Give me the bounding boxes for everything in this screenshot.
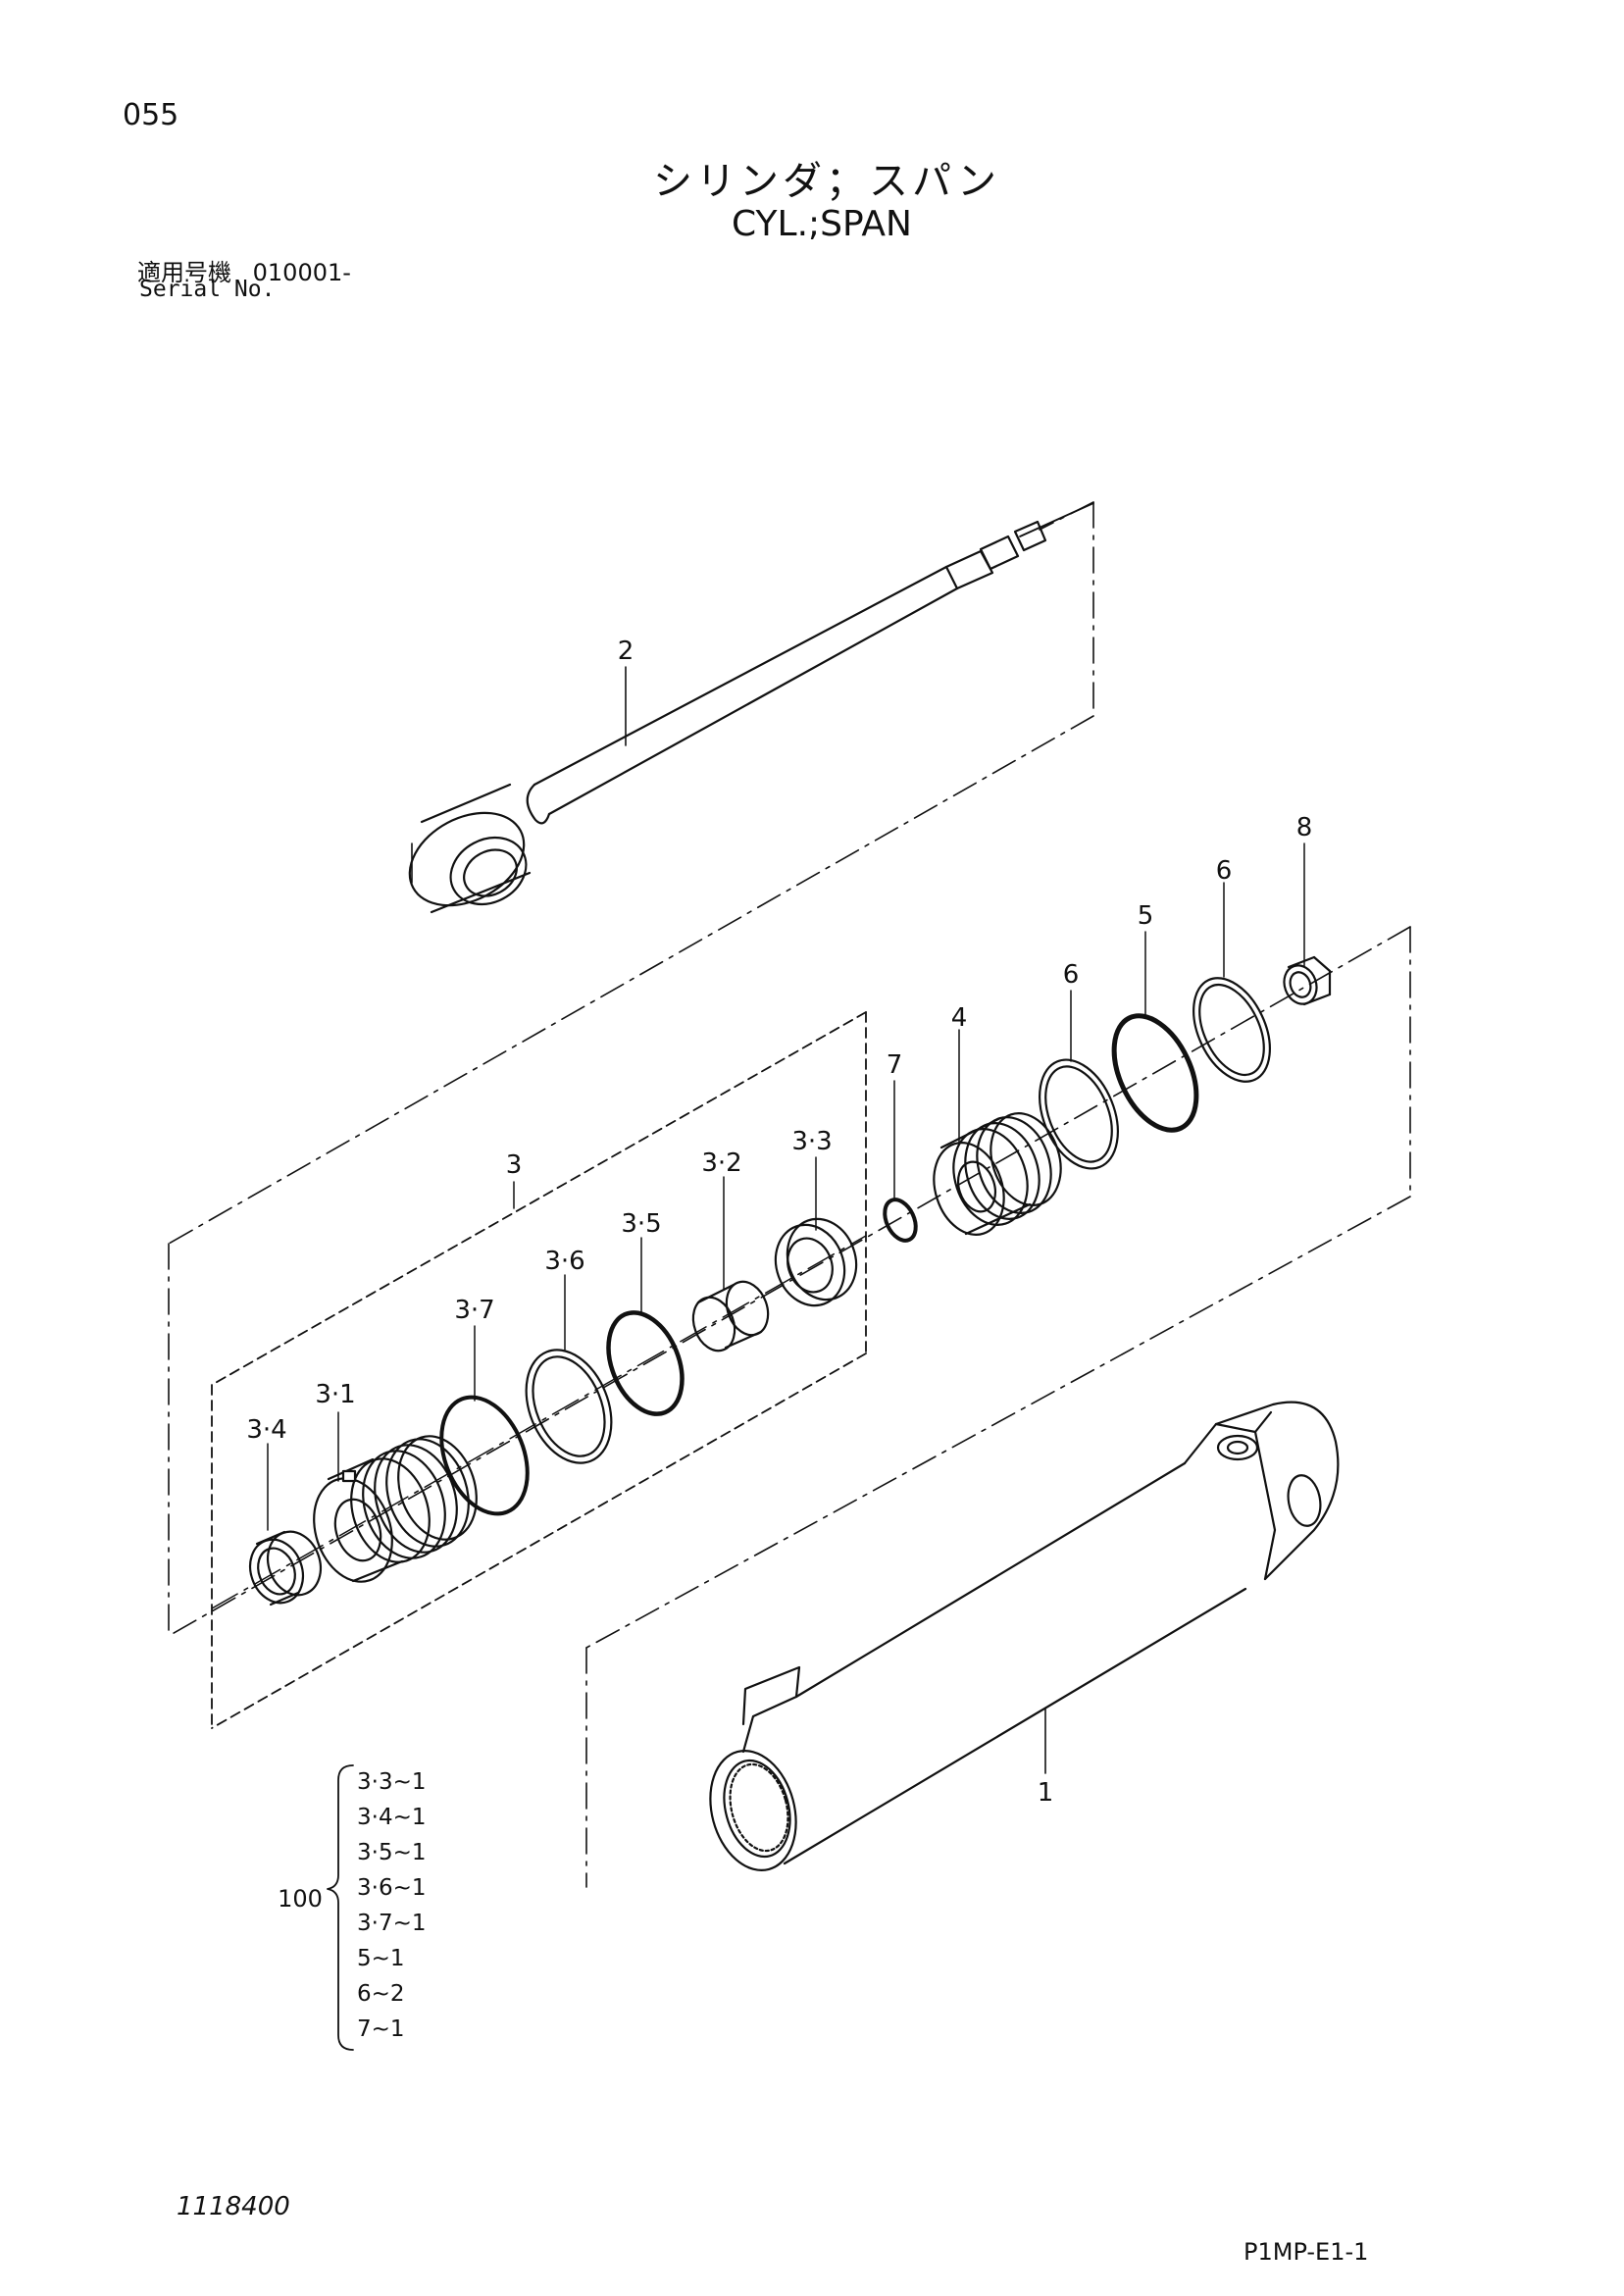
- callout-8: 8: [1296, 813, 1313, 842]
- cylinder-tube: [709, 1401, 1340, 1871]
- serial-value: 010001-: [252, 259, 351, 286]
- callout-3-6: 3·6: [544, 1247, 584, 1276]
- callout-3-5: 3·5: [621, 1209, 661, 1239]
- o-ring-3-5: [606, 1310, 685, 1416]
- seal-3-3: [774, 1217, 858, 1307]
- callout-3: 3: [506, 1150, 523, 1180]
- callout-4: 4: [951, 1003, 968, 1033]
- serial-label-jp: 適用号機 010001-: [137, 253, 351, 287]
- leader-lines: [267, 842, 1305, 1531]
- callout-1: 1: [1038, 1778, 1054, 1808]
- kit-item: 3·5~1: [357, 1840, 426, 1865]
- callout-7: 7: [887, 1050, 903, 1080]
- piston-seal-5: [1111, 1013, 1199, 1133]
- group-3-box: [211, 1011, 867, 1729]
- kit-item: 3·3~1: [357, 1769, 426, 1795]
- callout-6b: 6: [1216, 856, 1233, 886]
- o-ring-3-7: [439, 1395, 530, 1516]
- callout-3-1: 3·1: [315, 1380, 355, 1409]
- piston: [933, 1112, 1062, 1236]
- backup-ring-6a: [1039, 1058, 1119, 1170]
- page-number: 055: [123, 98, 179, 132]
- callout-3-7: 3·7: [454, 1296, 494, 1325]
- title-japanese: シリンダ；スパン: [653, 159, 1000, 204]
- nut-8: [1283, 955, 1332, 1006]
- serial-label-en: Serial No.: [139, 277, 276, 302]
- callout-5: 5: [1138, 901, 1154, 931]
- callout-3-3: 3·3: [791, 1127, 832, 1156]
- backup-ring-3-6: [525, 1349, 613, 1464]
- dust-seal: [248, 1530, 323, 1607]
- rod-guide: [313, 1435, 478, 1583]
- kit-item: 5~1: [357, 1946, 405, 1971]
- page-code: P1MP-E1-1: [1243, 2238, 1369, 2266]
- kit-list: 3·3~1 3·4~1 3·5~1 3·6~1 3·7~1 5~1 6~2 7~…: [357, 1769, 426, 2042]
- document-number: 1118400: [177, 2192, 290, 2221]
- callout-6a: 6: [1063, 960, 1080, 990]
- kit-item: 3·7~1: [357, 1911, 426, 1936]
- title-english: CYL.;SPAN: [732, 204, 912, 244]
- callout-3-2: 3·2: [701, 1148, 741, 1178]
- o-ring-7: [883, 1198, 918, 1243]
- kit-item: 3·6~1: [357, 1875, 426, 1901]
- bushing-3-2: [691, 1280, 770, 1352]
- callout-2: 2: [618, 637, 634, 666]
- kit-item: 7~1: [357, 2016, 405, 2042]
- serial-label-jp-text: 適用号機: [137, 259, 231, 286]
- callout-3-4: 3·4: [246, 1415, 286, 1445]
- kit-item: 6~2: [357, 1981, 405, 2007]
- rod-center-line: [168, 501, 1411, 1888]
- kit-number: 100: [278, 1885, 323, 1913]
- backup-ring-6b: [1193, 977, 1271, 1083]
- piston-rod: [408, 502, 1094, 914]
- kit-brace: [327, 1764, 354, 2051]
- kit-item: 3·4~1: [357, 1805, 426, 1830]
